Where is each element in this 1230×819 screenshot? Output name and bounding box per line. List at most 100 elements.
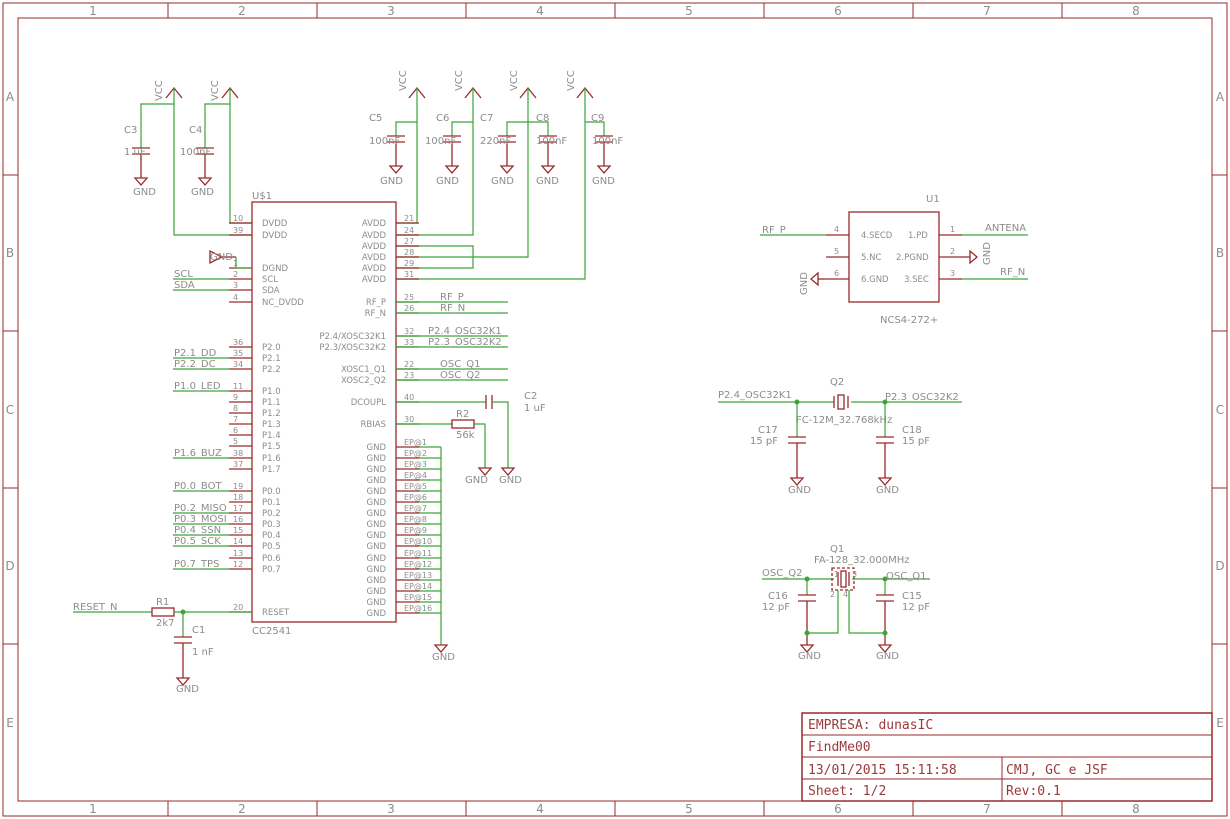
mcu-pin-number: 15 <box>233 526 243 535</box>
mcu-pin-name: XOSC1_Q1 <box>341 365 386 375</box>
net-label: P0.3_MOSI <box>174 514 227 525</box>
cap-ref: C4 <box>189 125 202 136</box>
mcu-pin-name: RF_N <box>365 309 386 319</box>
mcu-pin-number: 7 <box>233 415 238 424</box>
title-datetime: 13/01/2015 15:11:58 <box>808 763 957 778</box>
mcu-pin-name: RESET <box>262 608 290 618</box>
mcu-pin-name: AVDD <box>362 253 387 263</box>
col-label: 2 <box>238 802 246 816</box>
mcu-pin-number: EP@15 <box>404 593 432 602</box>
net-label: P0.2_MISO <box>174 503 227 514</box>
cap-value: 1 uF <box>524 403 546 414</box>
mcu-pin-number: 12 <box>233 560 243 569</box>
mcu-pin-name: P1.7 <box>262 465 281 475</box>
row-label: E <box>6 716 14 730</box>
mcu-pin-name: P0.2 <box>262 509 281 519</box>
mcu-pin-name: AVDD <box>362 219 387 229</box>
mcu-pin-number: 34 <box>233 360 243 369</box>
col-label: 3 <box>387 802 395 816</box>
mcu-pin-name: P1.0 <box>262 387 281 397</box>
mcu-pin-name: P1.1 <box>262 398 281 408</box>
cap-ref: C16 <box>768 591 788 602</box>
mcu-pin-number: 39 <box>233 226 243 235</box>
mcu-pin-name: DCOUPL <box>351 398 387 408</box>
mcu-pin-number: 8 <box>233 404 238 413</box>
row-label: D <box>5 559 14 573</box>
gnd-label: GND <box>133 187 156 198</box>
col-label: 8 <box>1132 802 1140 816</box>
balun-pin: 6.GND <box>861 275 889 285</box>
mcu-pin-number: 13 <box>233 549 243 558</box>
mcu-pin-number: 17 <box>233 504 243 513</box>
mcu-pin-number: EP@10 <box>404 537 432 546</box>
net-label: P0.4_SSN <box>174 525 221 536</box>
row-label: D <box>1215 559 1224 573</box>
mcu-right-pins: 21AVDD24AVDD27AVDD28AVDD29AVDD31AVDD25RF… <box>319 214 441 619</box>
gnd-label: GND <box>432 652 455 663</box>
mcu-pin-number: EP@2 <box>404 449 427 458</box>
mcu-pin-number: 11 <box>233 382 243 391</box>
res-ref: R2 <box>456 409 469 420</box>
gnd-label: GND <box>491 176 514 187</box>
gnd-label: GND <box>798 651 821 662</box>
mcu-pin-name: AVDD <box>362 275 387 285</box>
mcu-pin-number: 20 <box>233 603 243 612</box>
mcu-pin-number: 16 <box>233 515 243 524</box>
balun-ref: U1 <box>926 194 940 205</box>
mcu-pin-name: P0.1 <box>262 498 281 508</box>
mcu-pin-name: GND <box>367 443 387 453</box>
cap-c6 <box>443 135 461 174</box>
vcc-label: VCC <box>454 70 465 91</box>
row-label: A <box>6 90 15 104</box>
cap-value: 100nF <box>425 136 456 147</box>
cap-c5 <box>387 135 405 174</box>
mcu-pin-name: RF_P <box>366 298 386 308</box>
cap-value: 100nF <box>180 147 211 158</box>
mcu-pin-name: P0.3 <box>262 520 281 530</box>
net-label: OSC_Q2 <box>762 568 802 579</box>
mcu-pin-number: 10 <box>233 214 243 223</box>
mcu-pin-number: EP@8 <box>404 515 427 524</box>
vcc-label: VCC <box>509 70 520 91</box>
mcu-pin-number: 5 <box>233 437 238 446</box>
mcu-pin-number: EP@5 <box>404 482 427 491</box>
cap-value: 100nF <box>536 136 567 147</box>
net-label: P2.3_OSC32K2 <box>885 392 959 403</box>
svg-text:2: 2 <box>950 247 955 256</box>
mcu-pin-name: XOSC2_Q2 <box>341 376 386 386</box>
mcu-pin-name: DVDD <box>262 231 288 241</box>
mcu-pin-number: 35 <box>233 349 243 358</box>
title-revision: Rev:0.1 <box>1006 784 1061 799</box>
dvdd-supply: VCC VCC C3 1 uF GND C4 100nF GND <box>124 80 252 236</box>
mcu-pin-name: P2.2 <box>262 365 281 375</box>
svg-text:1: 1 <box>950 225 955 234</box>
mcu-pin-number: 32 <box>404 327 414 336</box>
cap-ref: C5 <box>369 113 382 124</box>
title-sheet: Sheet: 1/2 <box>808 784 886 799</box>
balun-pin: 1.PD <box>908 231 928 241</box>
gnd-label: GND <box>592 176 615 187</box>
title-block: EMPRESA: dunasIC FindMe00 13/01/2015 15:… <box>801 712 1213 802</box>
gnd-label: GND <box>210 252 233 263</box>
mcu-pin-name: GND <box>367 542 387 552</box>
net-label: P1.6_BUZ <box>174 448 222 459</box>
mcu-pin-number: 3 <box>233 281 238 290</box>
mcu-pin-number: EP@6 <box>404 493 427 502</box>
mcu-pin-number: 36 <box>233 338 243 347</box>
net-label: SCL <box>174 269 193 280</box>
mcu-pin-name: SCL <box>262 275 278 285</box>
cap-ref: C17 <box>758 425 778 436</box>
gnd-label: GND <box>876 651 899 662</box>
mcu-pin-number: EP@11 <box>404 549 432 558</box>
mcu-pin-name: GND <box>367 609 387 619</box>
title-authors: CMJ, GC e JSF <box>1006 763 1108 778</box>
mcu-pin-name: P2.4/XOSC32K1 <box>319 332 386 342</box>
mcu-pin-name: NC_DVDD <box>262 298 304 308</box>
cap-ref: C18 <box>902 425 922 436</box>
mcu-pin-number: 18 <box>233 493 243 502</box>
mcu-pin-number: EP@9 <box>404 526 427 535</box>
balun-part: NCS4-272+ <box>880 315 938 326</box>
mcu-pin-number: EP@4 <box>404 471 427 480</box>
mcu-pin-name: P2.3/XOSC32K2 <box>319 343 386 353</box>
mcu-pin-name: P0.4 <box>262 531 281 541</box>
